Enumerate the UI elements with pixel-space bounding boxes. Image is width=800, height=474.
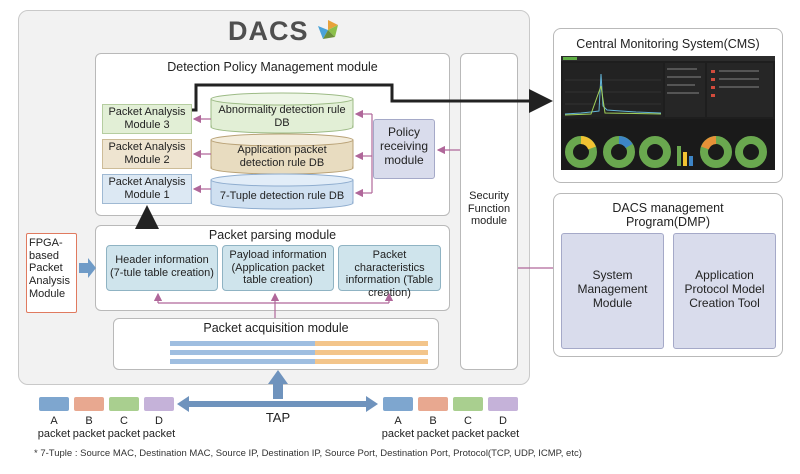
packet-c-left-block	[109, 397, 139, 411]
app-protocol-label: Application Protocol Model Creation Tool	[684, 268, 765, 310]
seven-tuple-db-label: 7-Tuple detection rule DB	[219, 190, 345, 202]
packet-characteristics-box	[338, 245, 441, 291]
packet-parsing-title: Packet parsing module	[208, 228, 337, 242]
packet-b-right-block	[418, 397, 448, 411]
detection-policy-title: Detection Policy Management module	[167, 60, 378, 74]
packet-analysis-module-3-label: Packet Analysis Module 3	[108, 106, 186, 131]
packet-a-right-block	[383, 397, 413, 411]
footnote: * 7-Tuple : Source MAC, Destination MAC,…	[34, 448, 582, 459]
dmp-title: DACS management Program(DMP)	[612, 201, 724, 230]
system-management-label: System Management Module	[577, 268, 648, 310]
packet-a-left-letter: A	[50, 415, 58, 427]
packet-analysis-module-2-label: Packet Analysis Module 2	[108, 141, 186, 166]
packet-d-right-letter: D	[499, 415, 507, 427]
fpga-label: FPGA-based Packet Analysis Module	[29, 237, 70, 300]
abnormality-db-cylinder	[210, 92, 354, 134]
seven-tuple-db-cylinder	[210, 173, 354, 210]
packet-analysis-module-3	[102, 104, 192, 134]
packet-a-right-word: packet	[381, 428, 415, 440]
header-info-label: Header information (7-tule table creatio…	[110, 254, 214, 279]
packet-b-right-word: packet	[416, 428, 450, 440]
header-info-box	[106, 245, 218, 291]
dacs-logo: DACS	[228, 16, 309, 46]
payload-info-label: Payload information (Application packet …	[229, 249, 327, 287]
packet-d-left-block	[144, 397, 174, 411]
cms-title: Central Monitoring System(CMS)	[576, 37, 760, 51]
packet-c-right-block	[453, 397, 483, 411]
fpga-module	[26, 233, 77, 313]
cms-dashboard-screenshot	[561, 56, 775, 170]
packet-c-left-word: packet	[107, 428, 141, 440]
packet-a-left-block	[39, 397, 69, 411]
packet-c-right-letter: C	[464, 415, 472, 427]
application-db-cylinder	[210, 133, 354, 175]
packet-b-left-block	[74, 397, 104, 411]
security-function-label: Security Function module	[467, 190, 511, 228]
tap-label: TAP	[265, 410, 291, 425]
policy-receiving-label: Policy receiving module	[379, 125, 429, 167]
packet-d-left-word: packet	[142, 428, 176, 440]
packet-d-left-letter: D	[155, 415, 163, 427]
packet-c-right-word: packet	[451, 428, 485, 440]
packet-b-left-word: packet	[72, 428, 106, 440]
packet-analysis-module-1	[102, 174, 192, 204]
abnormality-db-label: Abnormality detection rule DB	[218, 104, 346, 129]
packet-c-left-letter: C	[120, 415, 128, 427]
application-db-label: Application packet detection rule DB	[237, 144, 327, 169]
packet-a-left-word: packet	[37, 428, 71, 440]
app-protocol-tool	[673, 233, 776, 349]
packet-b-right-letter: B	[429, 415, 437, 427]
system-management-module	[561, 233, 664, 349]
policy-receiving-module	[373, 119, 435, 179]
packet-acquisition-title: Packet acquisition module	[203, 321, 349, 335]
packet-b-left-letter: B	[85, 415, 93, 427]
packet-d-right-word: packet	[486, 428, 520, 440]
packet-analysis-module-2	[102, 139, 192, 169]
security-function-module	[460, 53, 518, 370]
payload-info-box	[222, 245, 334, 291]
packet-a-right-letter: A	[394, 415, 402, 427]
packet-analysis-module-1-label: Packet Analysis Module 1	[108, 176, 186, 201]
detection-db-graphics	[192, 92, 373, 210]
packet-d-right-block	[488, 397, 518, 411]
dacs-logo-mark	[318, 20, 338, 39]
